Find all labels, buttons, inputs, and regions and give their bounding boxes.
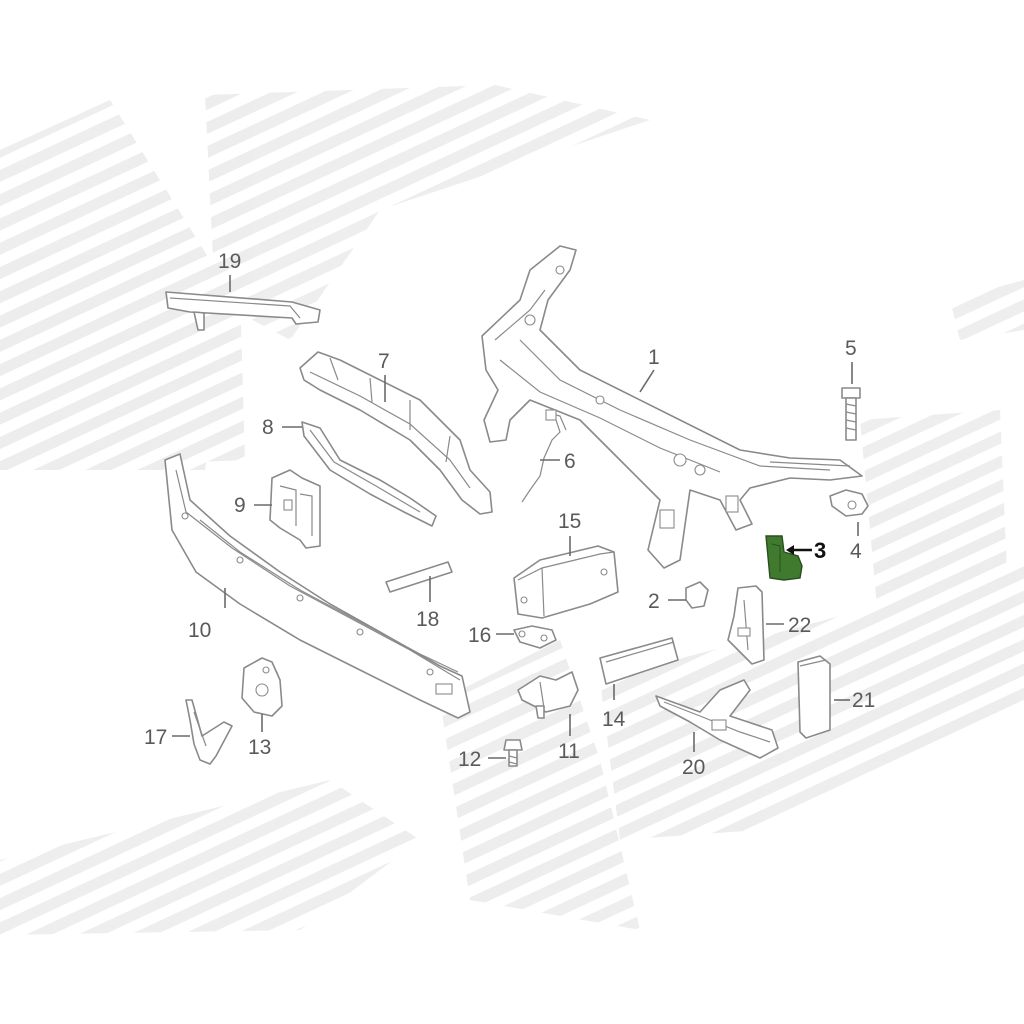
part-21-absorber (797, 655, 850, 739)
callout-17: 17 (144, 726, 167, 749)
part-8-strip (282, 421, 437, 527)
part-16-plate (496, 625, 557, 649)
callout-19: 19 (218, 250, 241, 273)
callout-11: 11 (558, 740, 580, 763)
callout-18: 18 (416, 608, 439, 631)
part-18-bar (385, 561, 453, 602)
part-5-bolt (841, 362, 861, 441)
callout-labels: 1 2 3 4 5 6 7 8 9 10 11 12 13 14 15 16 1… (144, 250, 875, 779)
part-12-bolt (488, 739, 523, 767)
callout-21: 21 (852, 689, 875, 712)
callout-4: 4 (850, 540, 862, 563)
callout-1: 1 (648, 346, 660, 369)
part-10-bumper-reinforcement (164, 453, 471, 719)
callout-10: 10 (188, 619, 211, 642)
callout-15: 15 (558, 510, 581, 533)
part-7-upper-crossmember (299, 351, 493, 515)
callout-20: 20 (682, 756, 705, 779)
part-19-upper-beam (165, 275, 321, 331)
part-15-crash-box (513, 536, 619, 619)
callout-2: 2 (648, 590, 660, 613)
part-11-bracket (517, 671, 579, 736)
callout-16: 16 (468, 624, 491, 647)
part-13-bracket (241, 657, 283, 732)
callout-6: 6 (564, 450, 576, 473)
callout-22: 22 (788, 614, 811, 637)
part-20-lower-bracket (655, 679, 779, 759)
callout-7: 7 (378, 350, 390, 373)
part-6-cable (521, 409, 567, 503)
part-22-bracket (727, 585, 784, 665)
callout-13: 13 (248, 736, 271, 759)
part-14-block (599, 637, 679, 700)
part-3-highlighted-bracket (765, 535, 812, 581)
part-9-bracket (254, 469, 321, 549)
part-17-bracket (172, 699, 233, 765)
callout-12: 12 (458, 748, 481, 771)
callout-14: 14 (602, 708, 626, 731)
callout-8: 8 (262, 416, 274, 439)
background-watermark (0, 85, 1024, 935)
part-4-bracket (829, 489, 869, 536)
callout-9: 9 (234, 494, 246, 517)
part-1-radiator-support (481, 245, 863, 569)
part-2-clip (668, 581, 709, 609)
callout-3: 3 (814, 538, 826, 563)
callout-5: 5 (845, 337, 857, 360)
